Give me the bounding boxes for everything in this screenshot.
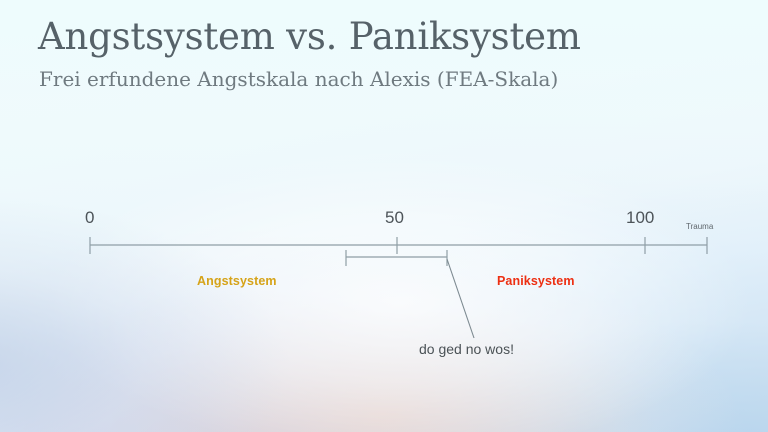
axis-label-0: 0 — [85, 208, 95, 227]
zone-label-paniksystem: Paniksystem — [497, 274, 575, 288]
bracket-callout-text: do ged no wos! — [419, 341, 514, 357]
title-block: Angstsystem vs. Paniksystem Frei erfunde… — [38, 15, 738, 92]
axis-label-100: 100 — [626, 208, 655, 227]
slide-title: Angstsystem vs. Paniksystem — [38, 15, 581, 58]
axis-label-trauma: Trauma — [686, 222, 714, 231]
slide-subtitle: Frei erfundene Angstskala nach Alexis (F… — [39, 67, 559, 92]
zone-label-angstsystem: Angstsystem — [197, 274, 277, 288]
callout-leader-line — [446, 258, 475, 339]
axis-label-50: 50 — [385, 208, 404, 227]
